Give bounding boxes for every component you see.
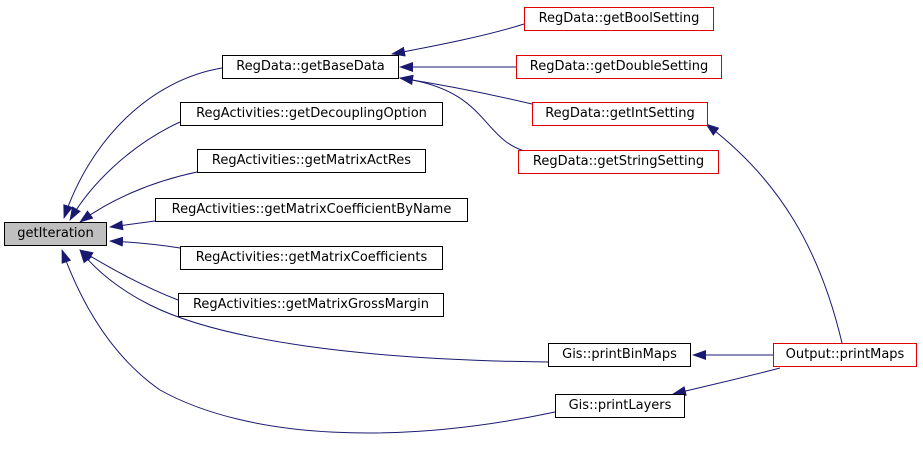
edge-getboolsetting-to-getbasedata — [391, 23, 525, 57]
node-getmatrixcoefficients[interactable]: RegActivities::getMatrixCoefficients — [180, 246, 443, 270]
edge-getbasedata-to-getiteration — [63, 67, 223, 219]
node-printbinmaps[interactable]: Gis::printBinMaps — [548, 343, 691, 367]
edge-printmaps-to-getintsetting — [705, 123, 843, 344]
edge-getmatrixcoefficients-to-getiteration — [109, 236, 181, 249]
edge-getmatrixcoefficientbyname-to-getiteration — [109, 220, 156, 231]
edge-getmatrixactres-to-getiteration — [79, 171, 198, 223]
node-getmatrixactres[interactable]: RegActivities::getMatrixActRes — [197, 149, 426, 173]
node-getmatrixcoefficientbyname[interactable]: RegActivities::getMatrixCoefficientByNam… — [155, 198, 468, 222]
node-getstringsetting[interactable]: RegData::getStringSetting — [518, 150, 719, 174]
edge-getstringsetting-to-getbasedata — [399, 74, 529, 153]
edge-printmaps-to-printlayers — [672, 367, 781, 396]
edge-getmatrixgrossmargin-to-getiteration — [79, 249, 179, 301]
edge-printbinmaps-to-getiteration — [79, 249, 549, 363]
node-getintsetting[interactable]: RegData::getIntSetting — [532, 102, 708, 126]
node-getbasedata[interactable]: RegData::getBaseData — [222, 55, 399, 79]
node-getdecouplingoption[interactable]: RegActivities::getDecouplingOption — [180, 102, 443, 126]
node-getmatrixgrossmargin[interactable]: RegActivities::getMatrixGrossMargin — [178, 293, 444, 317]
node-printmaps[interactable]: Output::printMaps — [773, 343, 917, 367]
node-printlayers[interactable]: Gis::printLayers — [555, 394, 685, 418]
node-getboolsetting[interactable]: RegData::getBoolSetting — [524, 7, 714, 31]
edge-getdecouplingoption-to-getiteration — [69, 121, 181, 221]
node-getdoublesetting[interactable]: RegData::getDoubleSetting — [516, 55, 722, 79]
node-getiteration: getIteration — [4, 222, 107, 246]
edge-printlayers-to-getiteration — [61, 249, 556, 434]
